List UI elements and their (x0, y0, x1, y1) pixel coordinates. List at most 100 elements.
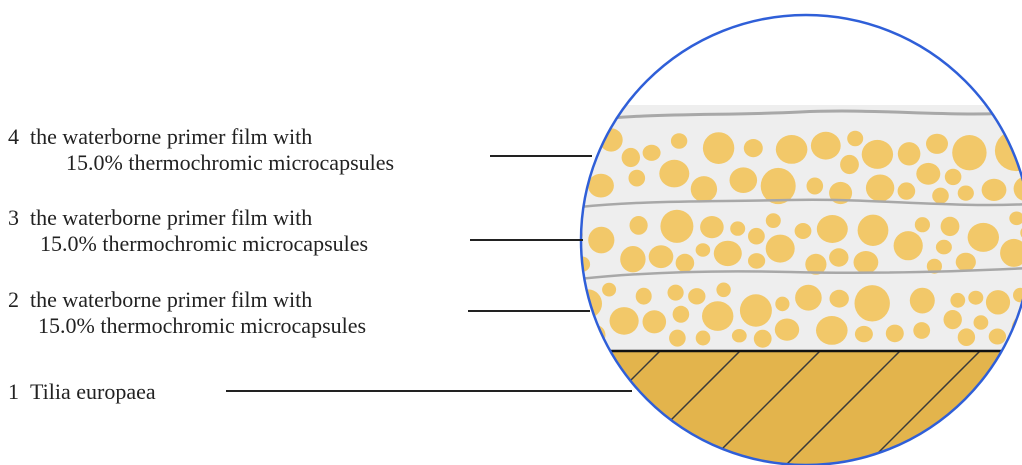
microcapsule (659, 160, 689, 188)
microcapsule (696, 243, 711, 256)
microcapsule (974, 315, 989, 330)
microcapsule (958, 186, 974, 201)
microcapsule (643, 145, 661, 161)
label-line-1: the waterborne primer film with (30, 287, 312, 312)
microcapsule (669, 330, 686, 347)
microcapsule (702, 301, 733, 331)
microcapsule (862, 140, 893, 169)
microcapsule (748, 253, 765, 269)
microcapsule (730, 167, 758, 193)
microcapsule (588, 227, 614, 254)
microcapsule (696, 331, 711, 346)
microcapsule (795, 223, 812, 239)
label-number: 2 (8, 287, 30, 313)
microcapsule (936, 240, 952, 255)
microcapsule (811, 132, 841, 160)
microcapsule (559, 288, 573, 301)
microcapsule (671, 133, 687, 149)
microcapsule (732, 329, 747, 342)
microcapsule (673, 306, 690, 323)
label-line-2: 15.0% thermochromic microcapsules (8, 150, 394, 176)
microcapsule (691, 176, 717, 202)
microcapsule (829, 248, 848, 266)
microcapsule (700, 216, 724, 238)
microcapsule (840, 155, 859, 174)
microcapsule (629, 170, 646, 187)
microcapsule (968, 223, 999, 252)
microcapsule (915, 217, 930, 232)
microcapsule (643, 310, 667, 333)
microcapsule (932, 188, 949, 204)
microcapsule (968, 291, 983, 305)
microcapsule (766, 235, 795, 263)
label-number: 3 (8, 205, 30, 231)
label-line-1: the waterborne primer film with (30, 205, 312, 230)
microcapsule (898, 142, 921, 165)
microcapsule (660, 210, 693, 243)
microcapsule (982, 179, 1007, 201)
wood-substrate (560, 351, 1022, 465)
label-line-1: Tilia europaea (30, 379, 156, 404)
microcapsule (795, 285, 822, 311)
microcapsule (950, 293, 965, 308)
microcapsule (830, 290, 849, 308)
microcapsule (944, 310, 962, 329)
microcapsule (766, 213, 781, 228)
microcapsule (886, 325, 904, 343)
microcapsule (858, 215, 889, 246)
microcapsule (855, 285, 890, 321)
microcapsule (688, 288, 705, 304)
microcapsule (941, 217, 960, 236)
label-layer-4: 4the waterborne primer film with 15.0% t… (8, 124, 394, 176)
microcapsule (622, 148, 640, 167)
microcapsule (952, 135, 986, 170)
label-line-1: the waterborne primer film with (30, 124, 312, 149)
microcapsule (610, 307, 639, 335)
wood-grain-line (540, 351, 660, 465)
microcapsule (913, 322, 930, 339)
microcapsule (730, 221, 745, 235)
microcapsule (989, 329, 1006, 345)
microcapsule (926, 134, 948, 154)
microcapsule (744, 139, 763, 157)
microcapsule (649, 245, 674, 268)
microcapsule (600, 128, 623, 151)
microcapsule (748, 228, 765, 245)
microcapsule (945, 169, 962, 185)
microcapsule (754, 330, 772, 348)
microcapsule (668, 285, 684, 301)
microcapsule (556, 175, 577, 197)
microcapsule (986, 290, 1010, 314)
label-line-2: 15.0% thermochromic microcapsules (8, 231, 368, 257)
microcapsule (910, 288, 935, 314)
microcapsule (676, 254, 695, 272)
microcapsule (602, 283, 616, 297)
microcapsule (703, 132, 734, 164)
microcapsule (776, 135, 808, 164)
label-line-2: 15.0% thermochromic microcapsules (8, 313, 366, 339)
microcapsule (714, 241, 742, 266)
microcapsule (559, 210, 573, 224)
microcapsule (775, 297, 789, 312)
microcapsule (578, 126, 596, 142)
microcapsule (816, 316, 848, 345)
magnified-cross-section (540, 105, 1022, 465)
microcapsule (761, 168, 796, 204)
microcapsule (817, 215, 848, 243)
microcapsule (847, 131, 863, 146)
microcapsule (866, 175, 894, 202)
microcapsule (855, 326, 873, 342)
microcapsule (636, 288, 652, 305)
microcapsule (556, 144, 574, 162)
microcapsule (775, 319, 799, 341)
microcapsule (716, 283, 730, 298)
microcapsule (588, 174, 614, 198)
microcapsule (807, 178, 824, 195)
microcapsule (557, 329, 575, 348)
label-number: 1 (8, 379, 30, 405)
microcapsule (894, 231, 923, 260)
